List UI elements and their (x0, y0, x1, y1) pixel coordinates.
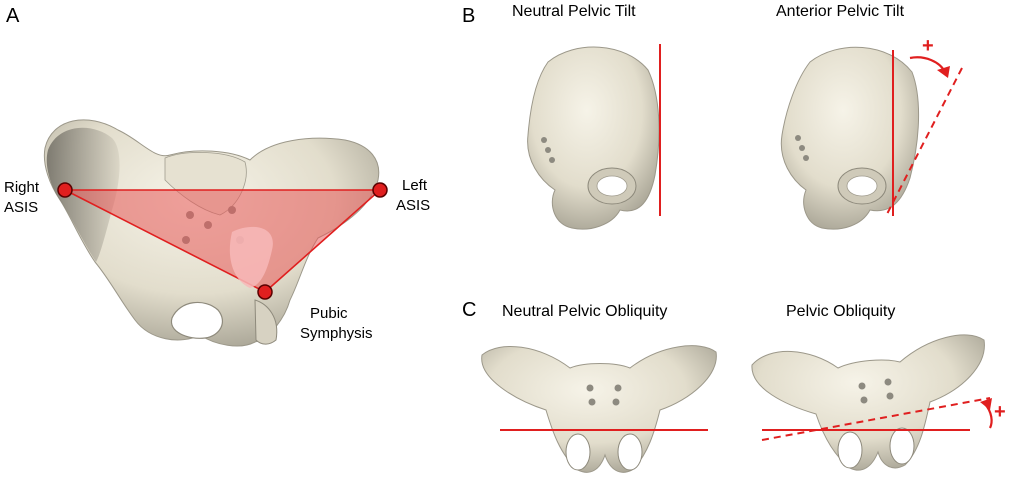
title-neutral-obliquity: Neutral Pelvic Obliquity (502, 303, 667, 320)
pelvis-front-neutral (481, 345, 717, 473)
label-left-asis-line2: ASIS (396, 197, 430, 214)
anterior-tilt-dashed-line (885, 67, 963, 217)
tilt-arrow-head (937, 66, 950, 78)
pelvis-lateral-anterior (780, 46, 920, 230)
panel-b-letter: B (462, 5, 475, 27)
label-right-asis-line2: ASIS (4, 199, 38, 216)
obliquity-dashed-line (761, 397, 991, 441)
plane-highlight (229, 226, 273, 288)
right-asis-marker (57, 182, 73, 198)
pelvis-front-oblique (751, 334, 985, 471)
panel-a-letter: A (6, 5, 20, 27)
label-pubic-line1: Pubic (310, 305, 348, 322)
asis-pubic-plane (64, 189, 383, 293)
title-neutral-tilt: Neutral Pelvic Tilt (512, 3, 636, 20)
label-pubic-line2: Symphysis (300, 325, 373, 342)
left-asis-marker (372, 182, 388, 198)
title-anterior-tilt: Anterior Pelvic Tilt (776, 3, 905, 20)
title-pelvic-obliquity: Pelvic Obliquity (786, 303, 895, 320)
obliquity-arrow-head (980, 398, 992, 410)
label-right-asis-line1: Right (4, 179, 40, 196)
pelvis-lateral-neutral (527, 46, 660, 230)
obliquity-plus-sign: + (994, 401, 1006, 423)
tilt-plus-sign: + (922, 35, 934, 57)
label-left-asis-line1: Left (402, 177, 428, 194)
pubic-symphysis-marker (257, 284, 273, 300)
panel-c-letter: C (462, 299, 476, 321)
